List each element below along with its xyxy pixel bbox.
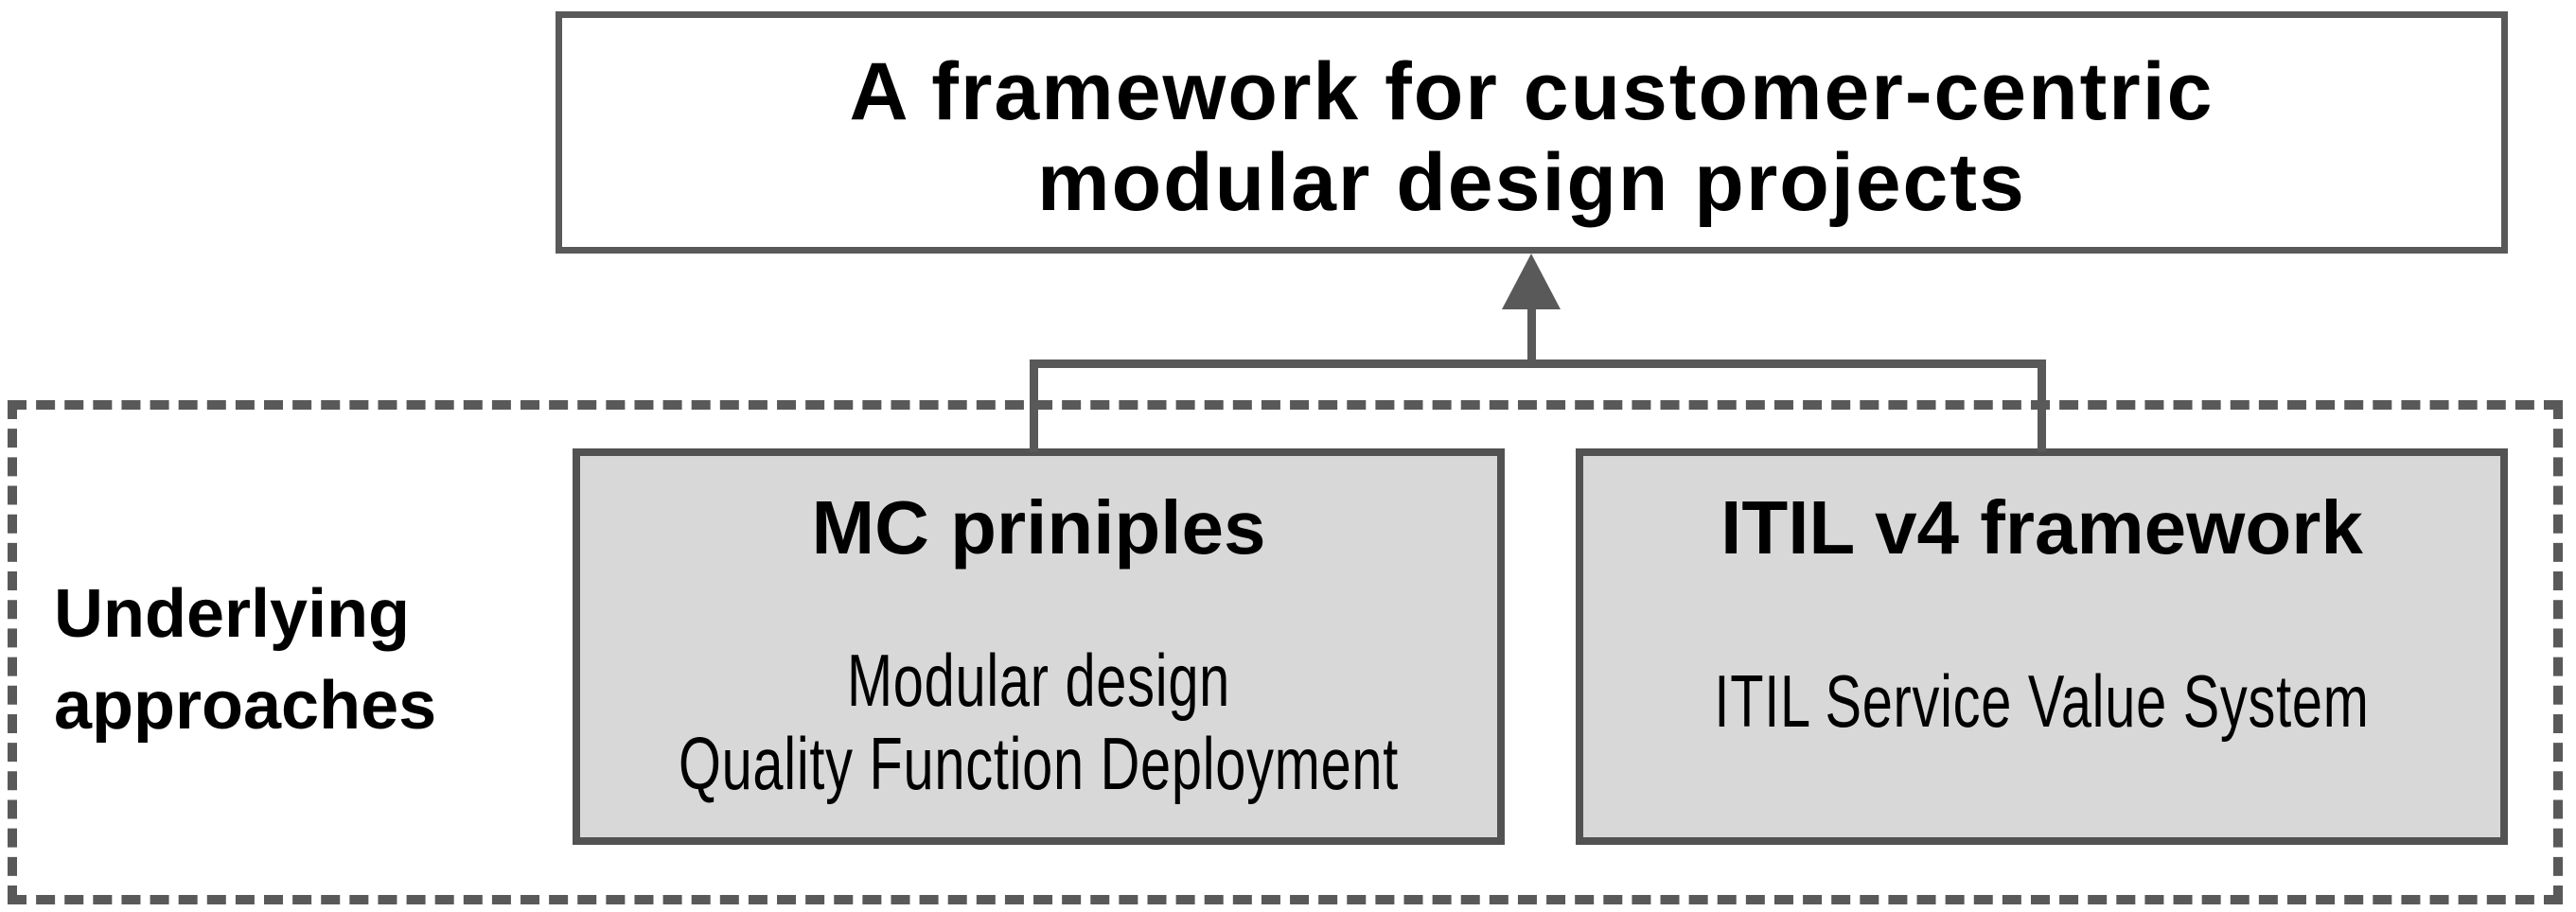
connector-horizontal-line [1030, 360, 2046, 368]
framework-title-line-2: modular design projects [1037, 137, 2026, 228]
framework-title-box: A framework for customer-centric modular… [556, 11, 2508, 254]
connector-right-vertical-line [2038, 360, 2046, 452]
framework-title-line-1: A framework for customer-centric [849, 46, 2214, 137]
mc-principles-body-line-2: Quality Function Deployment [678, 722, 1400, 805]
underlying-approaches-label-line-1: Underlying [54, 576, 411, 652]
underlying-approaches-label: Underlying approaches [54, 569, 556, 752]
underlying-approaches-region [8, 400, 2563, 904]
up-arrow-head-icon [1502, 254, 1561, 309]
itil-framework-heading: ITIL v4 framework [1720, 485, 2363, 570]
mc-principles-body: Modular design Quality Function Deployme… [629, 639, 1448, 805]
itil-framework-body-line-1: ITIL Service Value System [1714, 659, 2370, 743]
mc-principles-box: MC priniples Modular design Quality Func… [573, 448, 1505, 845]
framework-title: A framework for customer-centric modular… [850, 46, 2214, 228]
up-arrow-stem [1527, 303, 1536, 367]
mc-principles-body-line-1: Modular design [846, 639, 1231, 722]
itil-framework-box: ITIL v4 framework ITIL Service Value Sys… [1576, 448, 2508, 845]
itil-framework-body: ITIL Service Value System [1632, 659, 2451, 743]
mc-principles-heading: MC priniples [811, 485, 1266, 570]
underlying-approaches-label-line-2: approaches [54, 668, 437, 744]
connector-left-vertical-line [1030, 360, 1038, 452]
